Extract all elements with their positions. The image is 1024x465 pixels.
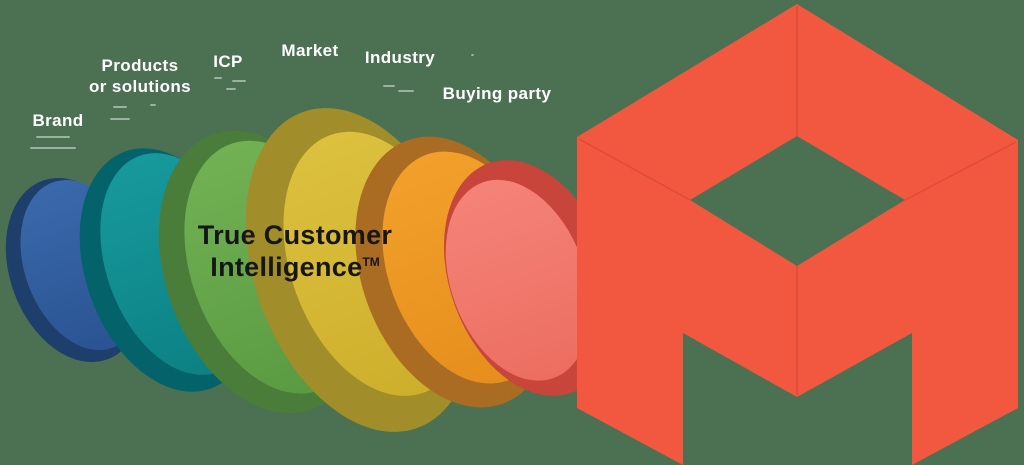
label-icp: ICP — [213, 52, 243, 71]
faded-subtext-remnant — [471, 54, 474, 56]
trademark-superscript: TM — [362, 255, 380, 269]
title-line-2-text: Intelligence — [210, 252, 363, 282]
diagram-title: True Customer IntelligenceTM — [135, 222, 455, 281]
faded-subtext-remnant — [232, 80, 246, 82]
isometric-cube-m-logo — [577, 4, 1018, 465]
label-buying-party: Buying party — [442, 84, 552, 103]
label-market: Market — [281, 41, 339, 60]
faded-subtext-remnant — [113, 106, 127, 108]
faded-subtext-remnant — [110, 118, 130, 120]
disc-buying-party — [444, 160, 616, 396]
faded-subtext-remnant — [383, 85, 395, 87]
cube-left-fold-seam — [578, 138, 691, 201]
label-industry: Industry — [364, 48, 436, 67]
faded-subtext-remnant — [36, 136, 70, 138]
cube-m-logo-shape — [577, 4, 1018, 465]
faded-subtext-remnant — [226, 88, 236, 90]
title-line-2: IntelligenceTM — [135, 249, 455, 281]
label-brand: Brand — [32, 111, 84, 130]
faded-subtext-remnant — [398, 90, 414, 92]
disc-buying-party-face — [445, 179, 591, 381]
faded-subtext-remnant — [30, 147, 76, 149]
label-products-or-solutions: Products or solutions — [88, 56, 192, 96]
faded-subtext-remnant — [150, 104, 156, 106]
title-line-1: True Customer — [197, 220, 393, 250]
cube-right-fold-seam — [904, 141, 1017, 201]
faded-subtext-remnant — [214, 77, 222, 79]
